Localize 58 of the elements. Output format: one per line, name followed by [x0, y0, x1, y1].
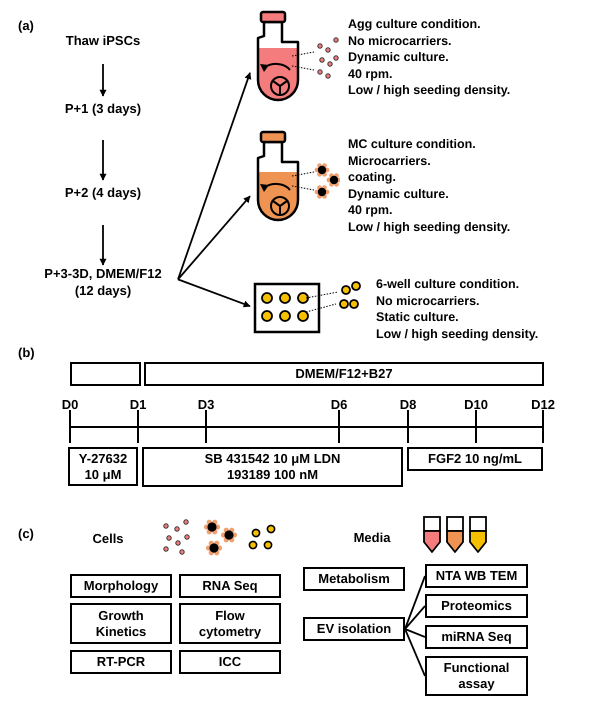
panel-label: (c)	[18, 526, 34, 542]
condition-text: coating.	[348, 169, 397, 186]
condition-text: 6-well culture condition.	[376, 276, 520, 292]
assay-box: RT-PCR	[70, 650, 172, 674]
day-label: D0	[62, 397, 78, 413]
arrow	[100, 140, 106, 181]
assay-box: NTA WB TEM	[425, 564, 528, 588]
day-label: D10	[464, 397, 488, 413]
condition-text: Low / high seeding density.	[348, 218, 510, 235]
condition-text: Dynamic culture.	[348, 186, 450, 202]
day-label: D6	[330, 397, 348, 413]
arrow	[177, 72, 252, 280]
arrow	[177, 196, 251, 280]
assay-box: Metabolism	[303, 567, 405, 591]
day-label: D3	[198, 397, 214, 413]
arrow	[100, 64, 106, 97]
condition-text: Low / high seeding density.	[376, 326, 538, 342]
condition-text: Static culture.	[376, 309, 460, 326]
panel-label: (a)	[18, 18, 34, 34]
condition-text: Low / high seeding density.	[348, 82, 510, 98]
condition-text: No microcarriers.	[348, 32, 453, 49]
assay-box: EV isolation	[303, 617, 405, 641]
connector-line	[404, 605, 426, 630]
period-box: Y-27632 10 μM	[68, 447, 138, 486]
period-box: SB 431542 10 μM LDN 193189 100 nM	[142, 447, 403, 487]
connector-line	[404, 628, 426, 638]
arrow	[178, 278, 251, 308]
condition-text: Microcarriers.	[348, 152, 432, 169]
period-box: DMEM/F12+B27	[144, 362, 544, 386]
step-text: P+3-3D, DMEM/F12 (12 days)	[43, 265, 163, 299]
condition-text: No microcarriers.	[376, 292, 481, 309]
assay-box: Morphology	[70, 574, 172, 598]
condition-text: MC culture condition.	[348, 136, 477, 152]
step-text: Thaw iPSCs	[64, 32, 142, 49]
assay-box: Growth Kinetics	[70, 603, 172, 644]
condition-text: Dynamic culture.	[348, 49, 450, 66]
period-box: FGF2 10 ng/mL	[407, 447, 543, 471]
assay-box: RNA Seq	[179, 574, 281, 598]
step-text: P+1 (3 days)	[64, 100, 142, 117]
assay-box: ICC	[179, 650, 281, 674]
panel-label: (b)	[18, 345, 35, 361]
section-heading: Media	[354, 530, 390, 546]
connector-line	[404, 628, 426, 676]
period-box	[70, 362, 141, 386]
assay-box: miRNA Seq	[425, 625, 528, 649]
condition-text: 40 rpm.	[348, 202, 394, 218]
condition-text: Agg culture condition.	[348, 16, 482, 32]
section-heading: Cells	[92, 531, 124, 547]
connector-line	[404, 576, 426, 630]
day-label: D8	[400, 397, 416, 413]
assay-box: Flow cytometry	[179, 603, 281, 644]
condition-text: 40 rpm.	[348, 66, 394, 82]
assay-box: Proteomics	[425, 594, 528, 618]
arrow	[100, 225, 106, 266]
step-text: P+2 (4 days)	[64, 184, 142, 201]
assay-box: Functional assay	[425, 656, 528, 696]
day-label: D12	[531, 397, 555, 413]
day-label: D1	[130, 397, 146, 413]
